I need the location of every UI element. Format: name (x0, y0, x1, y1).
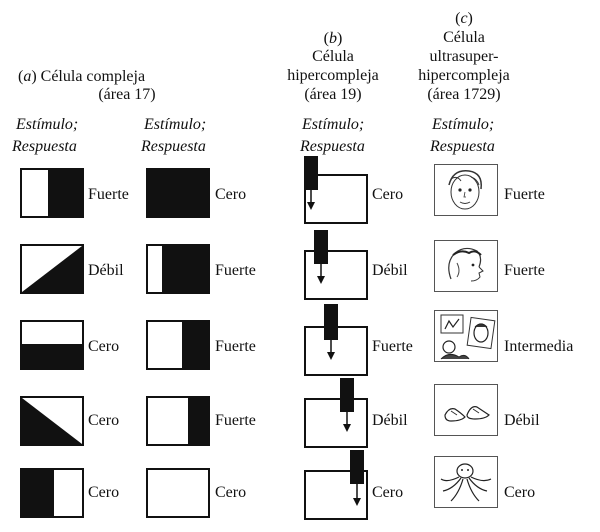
bar-stimulus-col3-row3 (324, 304, 338, 360)
column-a-area: (área 17) (98, 86, 156, 103)
stimulus-box-col2-row1 (146, 168, 210, 218)
stimulus-box-col1-row5 (20, 468, 84, 518)
bar-stimulus-col3-row4 (340, 378, 354, 432)
bar-stimulus-col3-row2 (314, 230, 328, 284)
col3-header-stimulus: Estímulo; (302, 116, 365, 133)
response-label-col2-row2: Fuerte (215, 262, 256, 279)
column-b-area: (área 19) (304, 86, 362, 103)
column-c-letter: (c) (455, 10, 473, 27)
bar-stimulus-col3-row5 (350, 450, 364, 506)
col4-header-response: Respuesta (430, 138, 495, 155)
picture-octopus-drawing (434, 456, 498, 508)
column-c-title-line3: hipercompleja (418, 67, 510, 84)
response-label-col3-row4: Débil (372, 412, 408, 429)
stimulus-box-col2-row2 (146, 244, 210, 294)
stimulus-box-col2-row3 (146, 320, 210, 370)
response-label-col3-row2: Débil (372, 262, 408, 279)
stimulus-box-col1-row2 (20, 244, 84, 294)
response-label-col4-row3: Intermedia (504, 338, 574, 355)
column-c-area: (área 1729) (427, 86, 501, 103)
response-label-col1-row1: Fuerte (88, 186, 129, 203)
response-label-col4-row4: Débil (504, 412, 540, 429)
response-label-col4-row1: Fuerte (504, 186, 545, 203)
bar-stimulus-col3-row1 (304, 156, 318, 210)
column-b-letter: (b) (323, 30, 343, 47)
stimulus-box-col3-row4 (304, 398, 368, 448)
stimulus-box-col1-row4 (20, 396, 84, 446)
col1-header-stimulus: Estímulo; (16, 116, 79, 133)
stimulus-box-col2-row5 (146, 468, 210, 518)
column-c-title-line2: ultrasuper- (429, 48, 499, 65)
response-label-col1-row2: Débil (88, 262, 124, 279)
picture-shoes-drawing (434, 384, 498, 436)
col3-header-response: Respuesta (300, 138, 365, 155)
response-label-col3-row3: Fuerte (372, 338, 413, 355)
response-label-col1-row3: Cero (88, 338, 120, 355)
column-a-title: (a) Célula compleja (18, 68, 146, 85)
response-label-col2-row1: Cero (215, 186, 247, 203)
response-label-col4-row2: Fuerte (504, 262, 545, 279)
response-label-col3-row5: Cero (372, 484, 404, 501)
col4-header-stimulus: Estímulo; (432, 116, 495, 133)
col1-header-response: Respuesta (12, 138, 77, 155)
col2-header-response: Respuesta (141, 138, 206, 155)
picture-face-drawing (434, 164, 498, 216)
response-label-col4-row5: Cero (504, 484, 536, 501)
response-label-col1-row5: Cero (88, 484, 120, 501)
picture-face-profile-drawing (434, 240, 498, 292)
column-b-title-line1: Célula (312, 48, 354, 65)
picture-collage-drawing (434, 310, 498, 362)
response-label-col2-row4: Fuerte (215, 412, 256, 429)
col2-header-stimulus: Estímulo; (144, 116, 207, 133)
response-label-col1-row4: Cero (88, 412, 120, 429)
response-label-col3-row1: Cero (372, 186, 404, 203)
column-c-title-line1: Célula (443, 29, 485, 46)
column-b-title-line2: hipercompleja (287, 67, 379, 84)
stimulus-box-col1-row3 (20, 320, 84, 370)
response-label-col2-row5: Cero (215, 484, 247, 501)
response-label-col2-row3: Fuerte (215, 338, 256, 355)
stimulus-box-col2-row4 (146, 396, 210, 446)
stimulus-box-col1-row1 (20, 168, 84, 218)
